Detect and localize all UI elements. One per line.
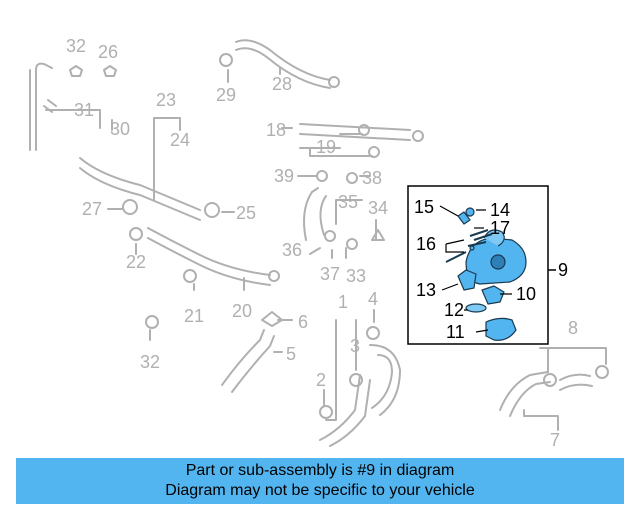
label-10: 10 [516, 284, 536, 304]
label-25: 25 [236, 203, 256, 223]
label-14: 14 [490, 200, 510, 220]
label-4: 4 [368, 289, 378, 309]
label-33: 33 [346, 266, 366, 286]
label-17: 17 [490, 218, 510, 238]
thermostat-housing-assembly [445, 207, 527, 341]
label-1: 1 [338, 292, 348, 312]
label-20: 20 [232, 301, 252, 321]
label-2: 2 [316, 370, 326, 390]
label-36: 36 [282, 240, 302, 260]
label-18: 18 [266, 120, 286, 140]
highlight-box-9 [407, 185, 556, 345]
label-39: 39 [274, 166, 294, 186]
label-38: 38 [362, 168, 382, 188]
banner-line-2: Diagram may not be specific to your vehi… [165, 482, 475, 499]
ghost-parts [29, 39, 609, 447]
label-8: 8 [568, 318, 578, 338]
label-22: 22 [126, 252, 146, 272]
label-13: 13 [416, 280, 436, 300]
label-6: 6 [298, 312, 308, 332]
banner-line-1: Part or sub-assembly is #9 in diagram [185, 462, 455, 479]
label-11: 11 [446, 322, 465, 342]
highlight-leaders [439, 205, 512, 333]
label-19: 19 [316, 137, 336, 157]
label-12: 12 [444, 300, 464, 320]
parts-diagram: 32 26 31 30 29 28 23 24 27 25 22 21 20 3… [29, 36, 609, 450]
label-27: 27 [82, 199, 102, 219]
label-3: 3 [350, 336, 360, 356]
label-28: 28 [272, 74, 292, 94]
label-32-top: 32 [66, 36, 86, 56]
label-35: 35 [338, 192, 358, 212]
label-5: 5 [286, 344, 296, 364]
label-30: 30 [110, 119, 130, 139]
info-banner: Part or sub-assembly is #9 in diagram Di… [16, 458, 624, 504]
label-16: 16 [416, 234, 436, 254]
label-24: 24 [170, 130, 190, 150]
label-9: 9 [558, 260, 568, 280]
label-26: 26 [98, 42, 118, 62]
label-23: 23 [156, 90, 176, 110]
label-37: 37 [320, 264, 340, 284]
label-21: 21 [184, 306, 204, 326]
label-32-bottom: 32 [140, 352, 160, 372]
label-31: 31 [74, 100, 94, 120]
label-15: 15 [414, 197, 434, 217]
label-7: 7 [550, 430, 560, 450]
label-34: 34 [368, 198, 388, 218]
label-29: 29 [216, 85, 236, 105]
